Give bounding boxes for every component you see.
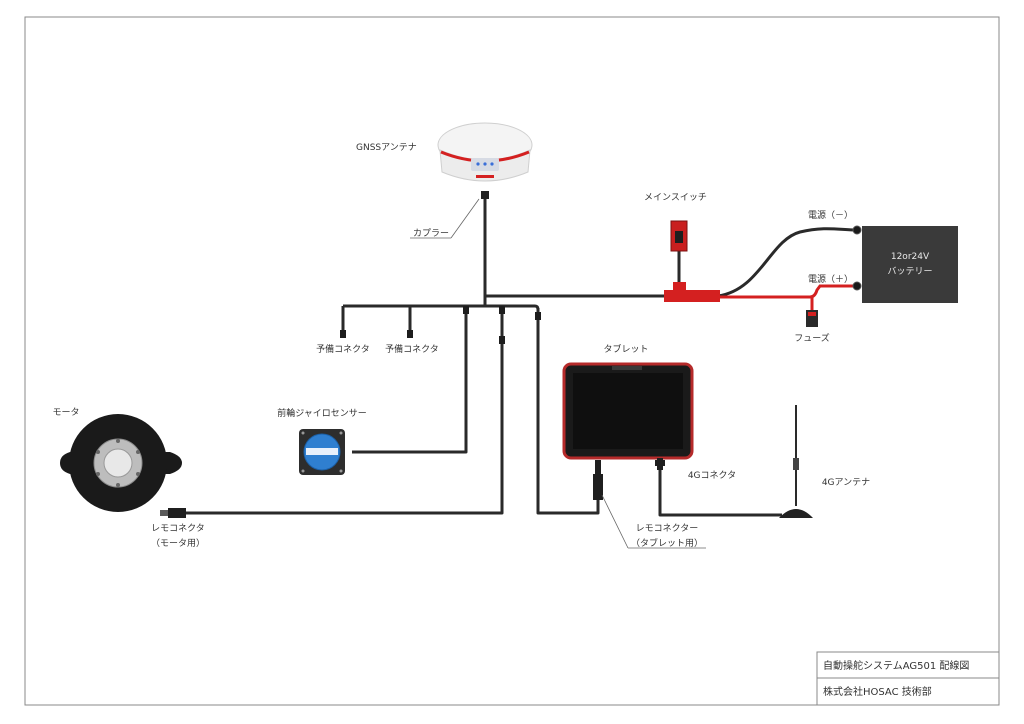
connector-4g xyxy=(655,458,665,470)
gyro-sensor xyxy=(299,429,345,475)
tablet-cable xyxy=(536,308,600,515)
battery xyxy=(852,225,958,303)
fuse-label: フューズ xyxy=(794,332,830,344)
coupler-label: カプラー xyxy=(413,228,449,239)
battery-label-line2: バッテリー xyxy=(887,266,932,277)
positive-power-cable xyxy=(718,284,857,310)
gyro-sensor-label: 前輪ジャイロセンサー xyxy=(277,407,367,419)
gnss-antenna xyxy=(437,122,533,199)
gnss-antenna-label: GNSSアンテナ xyxy=(356,142,417,153)
title-block-title: 自動操舵システムAG501 配線図 xyxy=(823,659,969,672)
spare-connector-label-2: 予備コネクタ xyxy=(385,343,439,355)
title-block xyxy=(816,651,1000,706)
antenna-4g-label: 4Gアンテナ xyxy=(822,477,870,488)
t-junction xyxy=(664,282,720,302)
connector-4g-label: 4Gコネクタ xyxy=(688,470,736,481)
tablet-lemo-connector xyxy=(593,460,603,500)
spare-connector-label-1: 予備コネクタ xyxy=(316,343,370,355)
cable-harness xyxy=(185,195,858,517)
branch-connectors xyxy=(340,306,541,344)
main-switch-label: メインスイッチ xyxy=(644,192,707,203)
motor-cable xyxy=(185,306,504,515)
coupler-leader xyxy=(450,198,480,239)
negative-power-cable xyxy=(717,227,858,298)
tablet xyxy=(562,362,694,460)
main-switch xyxy=(670,220,688,252)
fuse xyxy=(806,310,818,327)
tablet-lemo-leader xyxy=(601,494,629,549)
drawing-frame xyxy=(24,16,1000,706)
lemo-motor-label-line2: （モータ用） xyxy=(151,538,205,549)
lemo-tablet-label-line1: レモコネクター xyxy=(636,523,699,534)
gyro-cable xyxy=(352,306,468,454)
antenna-4g xyxy=(779,458,813,518)
tablet-label: タブレット xyxy=(603,343,648,355)
branch-bar-cable xyxy=(343,304,540,311)
power-plus-label: 電源（＋） xyxy=(808,274,853,285)
lemo-tablet-label-line2: （タブレット用） xyxy=(631,537,703,549)
motor-label: モータ xyxy=(52,407,79,418)
lemo-motor-label-line1: レモコネクタ xyxy=(151,523,205,534)
motor-lemo-connector xyxy=(160,508,186,518)
title-block-company: 株式会社HOSAC 技術部 xyxy=(823,685,932,698)
antenna-4g-cable xyxy=(658,470,782,517)
battery-label-line1: 12or24V xyxy=(891,252,930,262)
motor xyxy=(60,414,182,512)
power-minus-label: 電源（－） xyxy=(808,210,853,221)
